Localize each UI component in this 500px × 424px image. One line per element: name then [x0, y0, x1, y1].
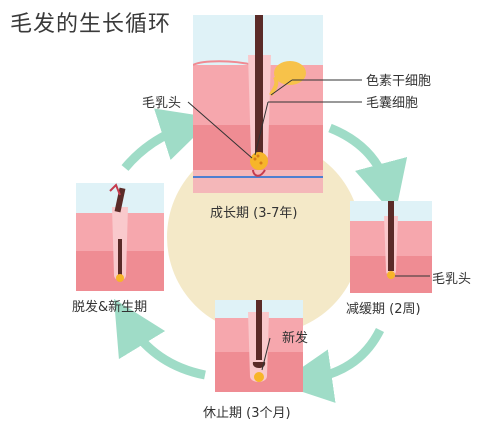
- callout-melanocyte: 色素干细胞: [366, 74, 432, 89]
- callout-papilla-anagen: 毛乳头: [142, 96, 182, 111]
- arrow-anagen-to-catagen: [328, 123, 408, 217]
- telogen-panel: [215, 300, 303, 392]
- stage-label-telogen: 休止期 (3个月): [203, 406, 291, 421]
- page-title: 毛发的生长循环: [10, 12, 172, 37]
- exogen-panel: [76, 183, 164, 291]
- arrow-telogen-to-exogen: [113, 298, 206, 380]
- stage-label-exogen: 脱发&新生期: [72, 300, 148, 315]
- callout-follicle-cell: 毛囊细胞: [366, 96, 419, 111]
- callout-papilla-catagen: 毛乳头: [432, 272, 472, 287]
- catagen-panel: [350, 201, 432, 293]
- arrow-catagen-to-telogen: [278, 327, 385, 403]
- callout-new-hair: 新发: [282, 331, 309, 346]
- arrow-exogen-to-anagen: [121, 108, 214, 171]
- stage-label-catagen: 减缓期 (2周): [346, 302, 421, 317]
- stage-label-anagen: 成长期 (3-7年): [210, 206, 298, 221]
- anagen-panel: [193, 15, 323, 193]
